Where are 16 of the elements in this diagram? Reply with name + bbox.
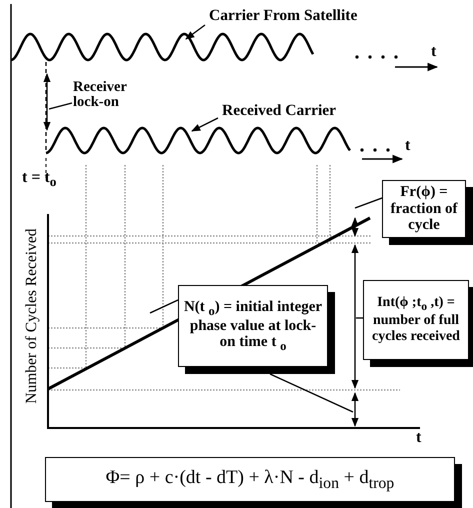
callout-label: Carrier From Satellite [209,8,409,24]
leader-line [354,197,382,209]
axis-label: t [405,138,410,155]
carrier-wave [10,32,314,62]
leader-line [45,62,47,152]
arrow [191,117,218,132]
arrow [185,24,206,40]
leader-line [150,299,178,314]
callout-label: Received Carrier [222,103,372,120]
axis-label: t [416,430,422,447]
carrier-wave [45,126,352,154]
axis-label: t [431,44,436,61]
leader-line [270,373,354,413]
callout-label: Receiver lock-on [73,80,153,110]
axis-title: Number of Cycles Received [24,228,40,406]
leader-line [48,102,72,110]
